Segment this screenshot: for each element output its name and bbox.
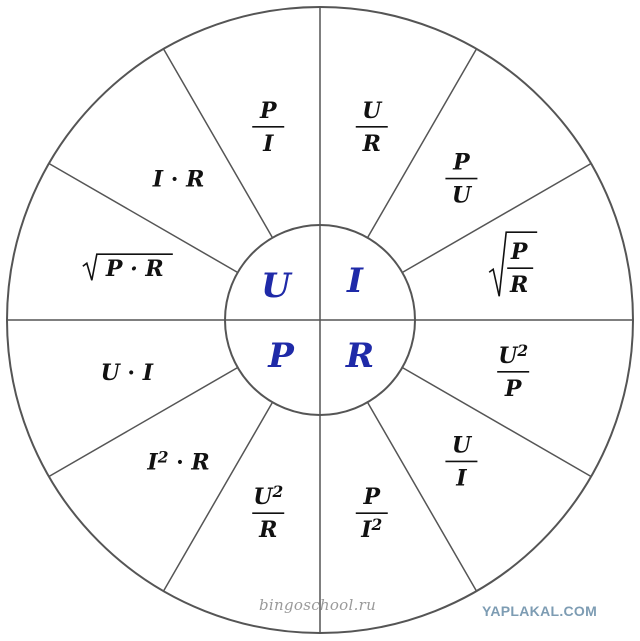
formula-s12: PI: [252, 98, 285, 157]
formula-s10: P · R: [82, 253, 173, 282]
formula-denominator: R: [509, 272, 528, 298]
segment-divider: [366, 48, 478, 239]
segment-divider: [48, 366, 239, 478]
formula-numerator: P: [259, 98, 278, 124]
formula-numerator: P: [362, 484, 381, 510]
formula-s2: PU: [445, 150, 478, 209]
segment-divider: [162, 48, 274, 239]
segment-divider: [162, 401, 274, 592]
formula-product: P · R: [105, 256, 164, 282]
center-label-I: I: [346, 261, 364, 301]
formula-s8: I2 · R: [146, 449, 209, 476]
formula-product: I2 · R: [146, 449, 209, 476]
formula-s11: I · R: [152, 167, 205, 193]
formula-s5: UI: [445, 432, 478, 491]
brand-text: YAPLAKAL.COM: [482, 603, 598, 619]
formula-s6: P I2: [355, 484, 388, 543]
formula-denominator: I: [455, 465, 467, 491]
formula-numerator: U: [362, 98, 383, 124]
formula-denominator: I2: [360, 516, 382, 543]
formula-s3: PR: [488, 231, 538, 298]
center-label-P: P: [267, 336, 295, 376]
formula-s1: UR: [355, 98, 388, 157]
formula-s9: U · I: [101, 360, 154, 386]
sqrt-sign: [82, 253, 173, 281]
formula-denominator: I: [262, 131, 274, 157]
formula-denominator: P: [504, 376, 523, 402]
segment-dividers: [7, 7, 633, 633]
center-label-U: U: [261, 266, 293, 306]
watermark-text: bingoschool.ru: [259, 596, 377, 614]
formula-denominator: R: [258, 517, 277, 543]
segment-divider: [366, 401, 478, 592]
segment-divider: [48, 162, 239, 274]
formula-numerator: U2: [498, 342, 528, 369]
segment-divider: [401, 366, 592, 478]
sqrt-sign: [488, 231, 538, 297]
formula-numerator: U: [452, 432, 473, 458]
formula-numerator: P: [452, 150, 471, 176]
formula-numerator: P: [510, 239, 529, 265]
center-label-R: R: [345, 336, 374, 376]
formula-numerator: U2: [253, 483, 283, 510]
formula-denominator: U: [452, 183, 473, 209]
formula-product: I · R: [152, 167, 205, 193]
formula-s7: U2R: [252, 483, 285, 543]
segment-divider: [401, 162, 592, 274]
formula-s4: U2P: [497, 342, 530, 402]
formula-denominator: R: [362, 131, 381, 157]
formula-product: U · I: [101, 360, 154, 386]
